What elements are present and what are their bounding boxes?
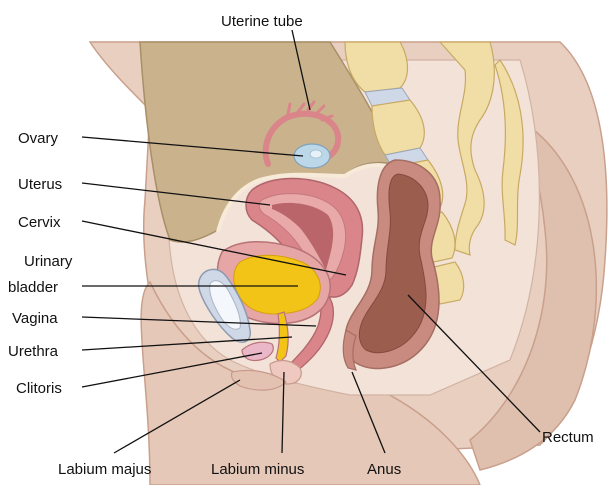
label-cervix: Cervix <box>18 214 61 231</box>
label-labium-majus: Labium majus <box>58 461 151 478</box>
vertebra-2 <box>372 100 424 155</box>
label-urinary-bladder-line1: Urinary <box>24 253 73 270</box>
label-rectum: Rectum <box>542 429 594 446</box>
label-ovary: Ovary <box>18 130 59 147</box>
label-urethra: Urethra <box>8 343 59 360</box>
label-vagina: Vagina <box>12 310 58 327</box>
label-urinary-bladder-line2: bladder <box>8 279 58 296</box>
label-uterus: Uterus <box>18 176 62 193</box>
label-clitoris: Clitoris <box>16 380 62 397</box>
label-labium-minus: Labium minus <box>211 461 304 478</box>
label-anus: Anus <box>367 461 401 478</box>
ovary-follicle <box>310 150 322 158</box>
label-uterine-tube: Uterine tube <box>221 13 303 30</box>
